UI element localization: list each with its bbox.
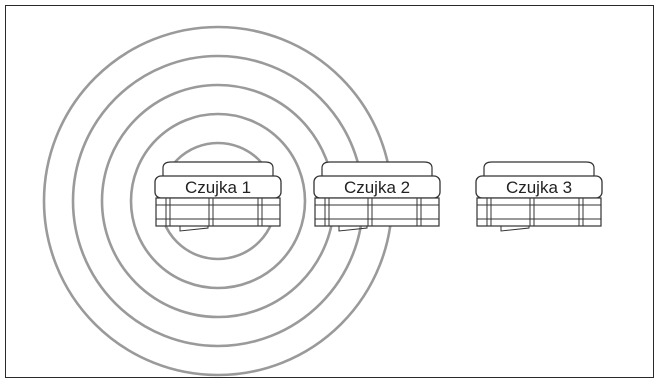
detector-3-base: [476, 197, 602, 227]
detector-1-label: Czujka 1: [185, 178, 251, 197]
detector-3: Czujka 3: [475, 161, 603, 232]
signal-ring-2: [129, 112, 307, 290]
detector-1: Czujka 1: [154, 161, 282, 232]
detector-1-base: [155, 197, 281, 227]
detector-3-label: Czujka 3: [506, 178, 572, 197]
detector-2-base: [314, 197, 440, 227]
detector-2: Czujka 2: [313, 161, 441, 232]
detector-2-label: Czujka 2: [344, 178, 410, 197]
